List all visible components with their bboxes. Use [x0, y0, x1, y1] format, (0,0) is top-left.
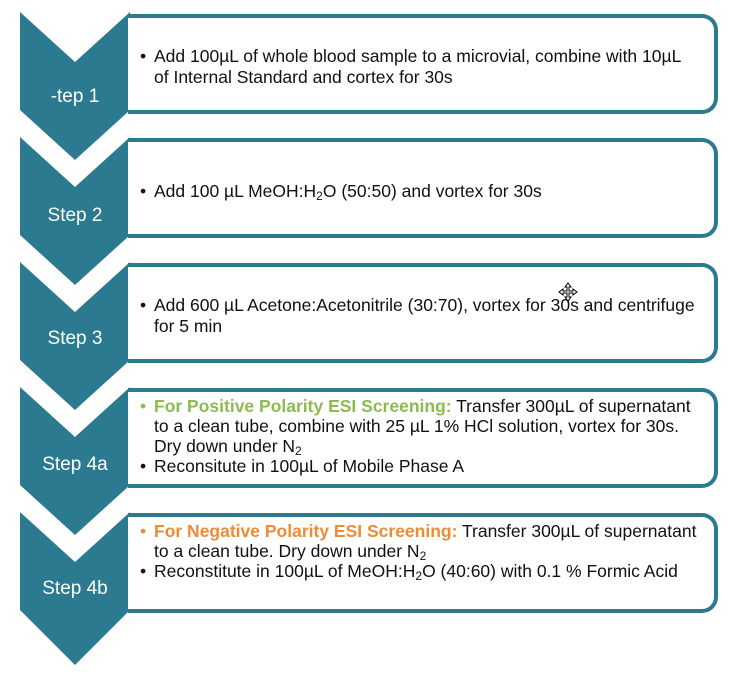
step-4b-reconstitute-text: Reconstitute in 100µL of MeOH:H: [154, 561, 416, 581]
step-4b-box: For Negative Polarity ESI Screening: Tra…: [128, 513, 718, 613]
chevron-step-3: [20, 262, 130, 410]
step-3-bullet: Add 600 µL Acetone:Acetonitrile (30:70),…: [140, 295, 700, 337]
step-3-box: Add 600 µL Acetone:Acetonitrile (30:70),…: [128, 263, 718, 363]
step-4b-reconstitute-text-cont: O (40:60) with 0.1 % Formic Acid: [422, 561, 678, 581]
step-4a-box: For Positive Polarity ESI Screening: Tra…: [128, 388, 718, 488]
step-2-label: Step 2: [47, 205, 103, 226]
step-1-box: Add 100µL of whole blood sample to a mic…: [128, 14, 718, 114]
subscript: 2: [295, 444, 302, 458]
step-2-box: Add 100 µL MeOH:H2O (50:50) and vortex f…: [128, 138, 718, 238]
subscript: 2: [415, 569, 423, 583]
step-4a-reconstitute-text: Reconsitute in 100µL of Mobile Phase A: [154, 456, 465, 476]
step-4b-text: Transfer 300µL of supernatant to a clean…: [154, 521, 697, 561]
step-3-label: Step 3: [47, 328, 103, 349]
step-4a-bullet-2: Reconsitute in 100µL of Mobile Phase A: [140, 456, 700, 476]
step-3-text: Add 600 µL Acetone:Acetonitrile (30:70),…: [154, 295, 695, 336]
step-2-text-cont: O (50:50) and vortex for 30s: [322, 181, 542, 201]
step-2-bullet: Add 100 µL MeOH:H2O (50:50) and vortex f…: [140, 181, 700, 202]
step-2-text: Add 100 µL MeOH:H: [154, 181, 317, 201]
step-4b-label: Step 4b: [42, 578, 108, 599]
step-4b-bullet-2: Reconstitute in 100µL of MeOH:H2O (40:60…: [140, 561, 700, 583]
subscript: 2: [419, 549, 427, 563]
step-4a-text: Transfer 300µL of supernatant to a clean…: [154, 396, 691, 456]
step-4a-label: Step 4a: [42, 454, 108, 475]
step-4b-bullet-1: For Negative Polarity ESI Screening: Tra…: [140, 521, 700, 563]
move-cursor-icon: [558, 282, 578, 302]
subscript: 2: [316, 189, 323, 203]
step-1-label: -tep 1: [50, 86, 100, 107]
chevron-step-1: [20, 12, 130, 160]
step-1-text: Add 100µL of whole blood sample to a mic…: [154, 46, 681, 87]
step-1-bullet: Add 100µL of whole blood sample to a mic…: [140, 46, 700, 88]
step-4a-bullet-1: For Positive Polarity ESI Screening: Tra…: [140, 396, 700, 458]
negative-polarity-heading: For Negative Polarity ESI Screening:: [154, 521, 458, 541]
chevron-step-4b: [20, 512, 130, 665]
positive-polarity-heading: For Positive Polarity ESI Screening:: [154, 396, 452, 416]
chevron-step-4a: [20, 387, 130, 535]
chevron-step-2: [20, 137, 130, 285]
